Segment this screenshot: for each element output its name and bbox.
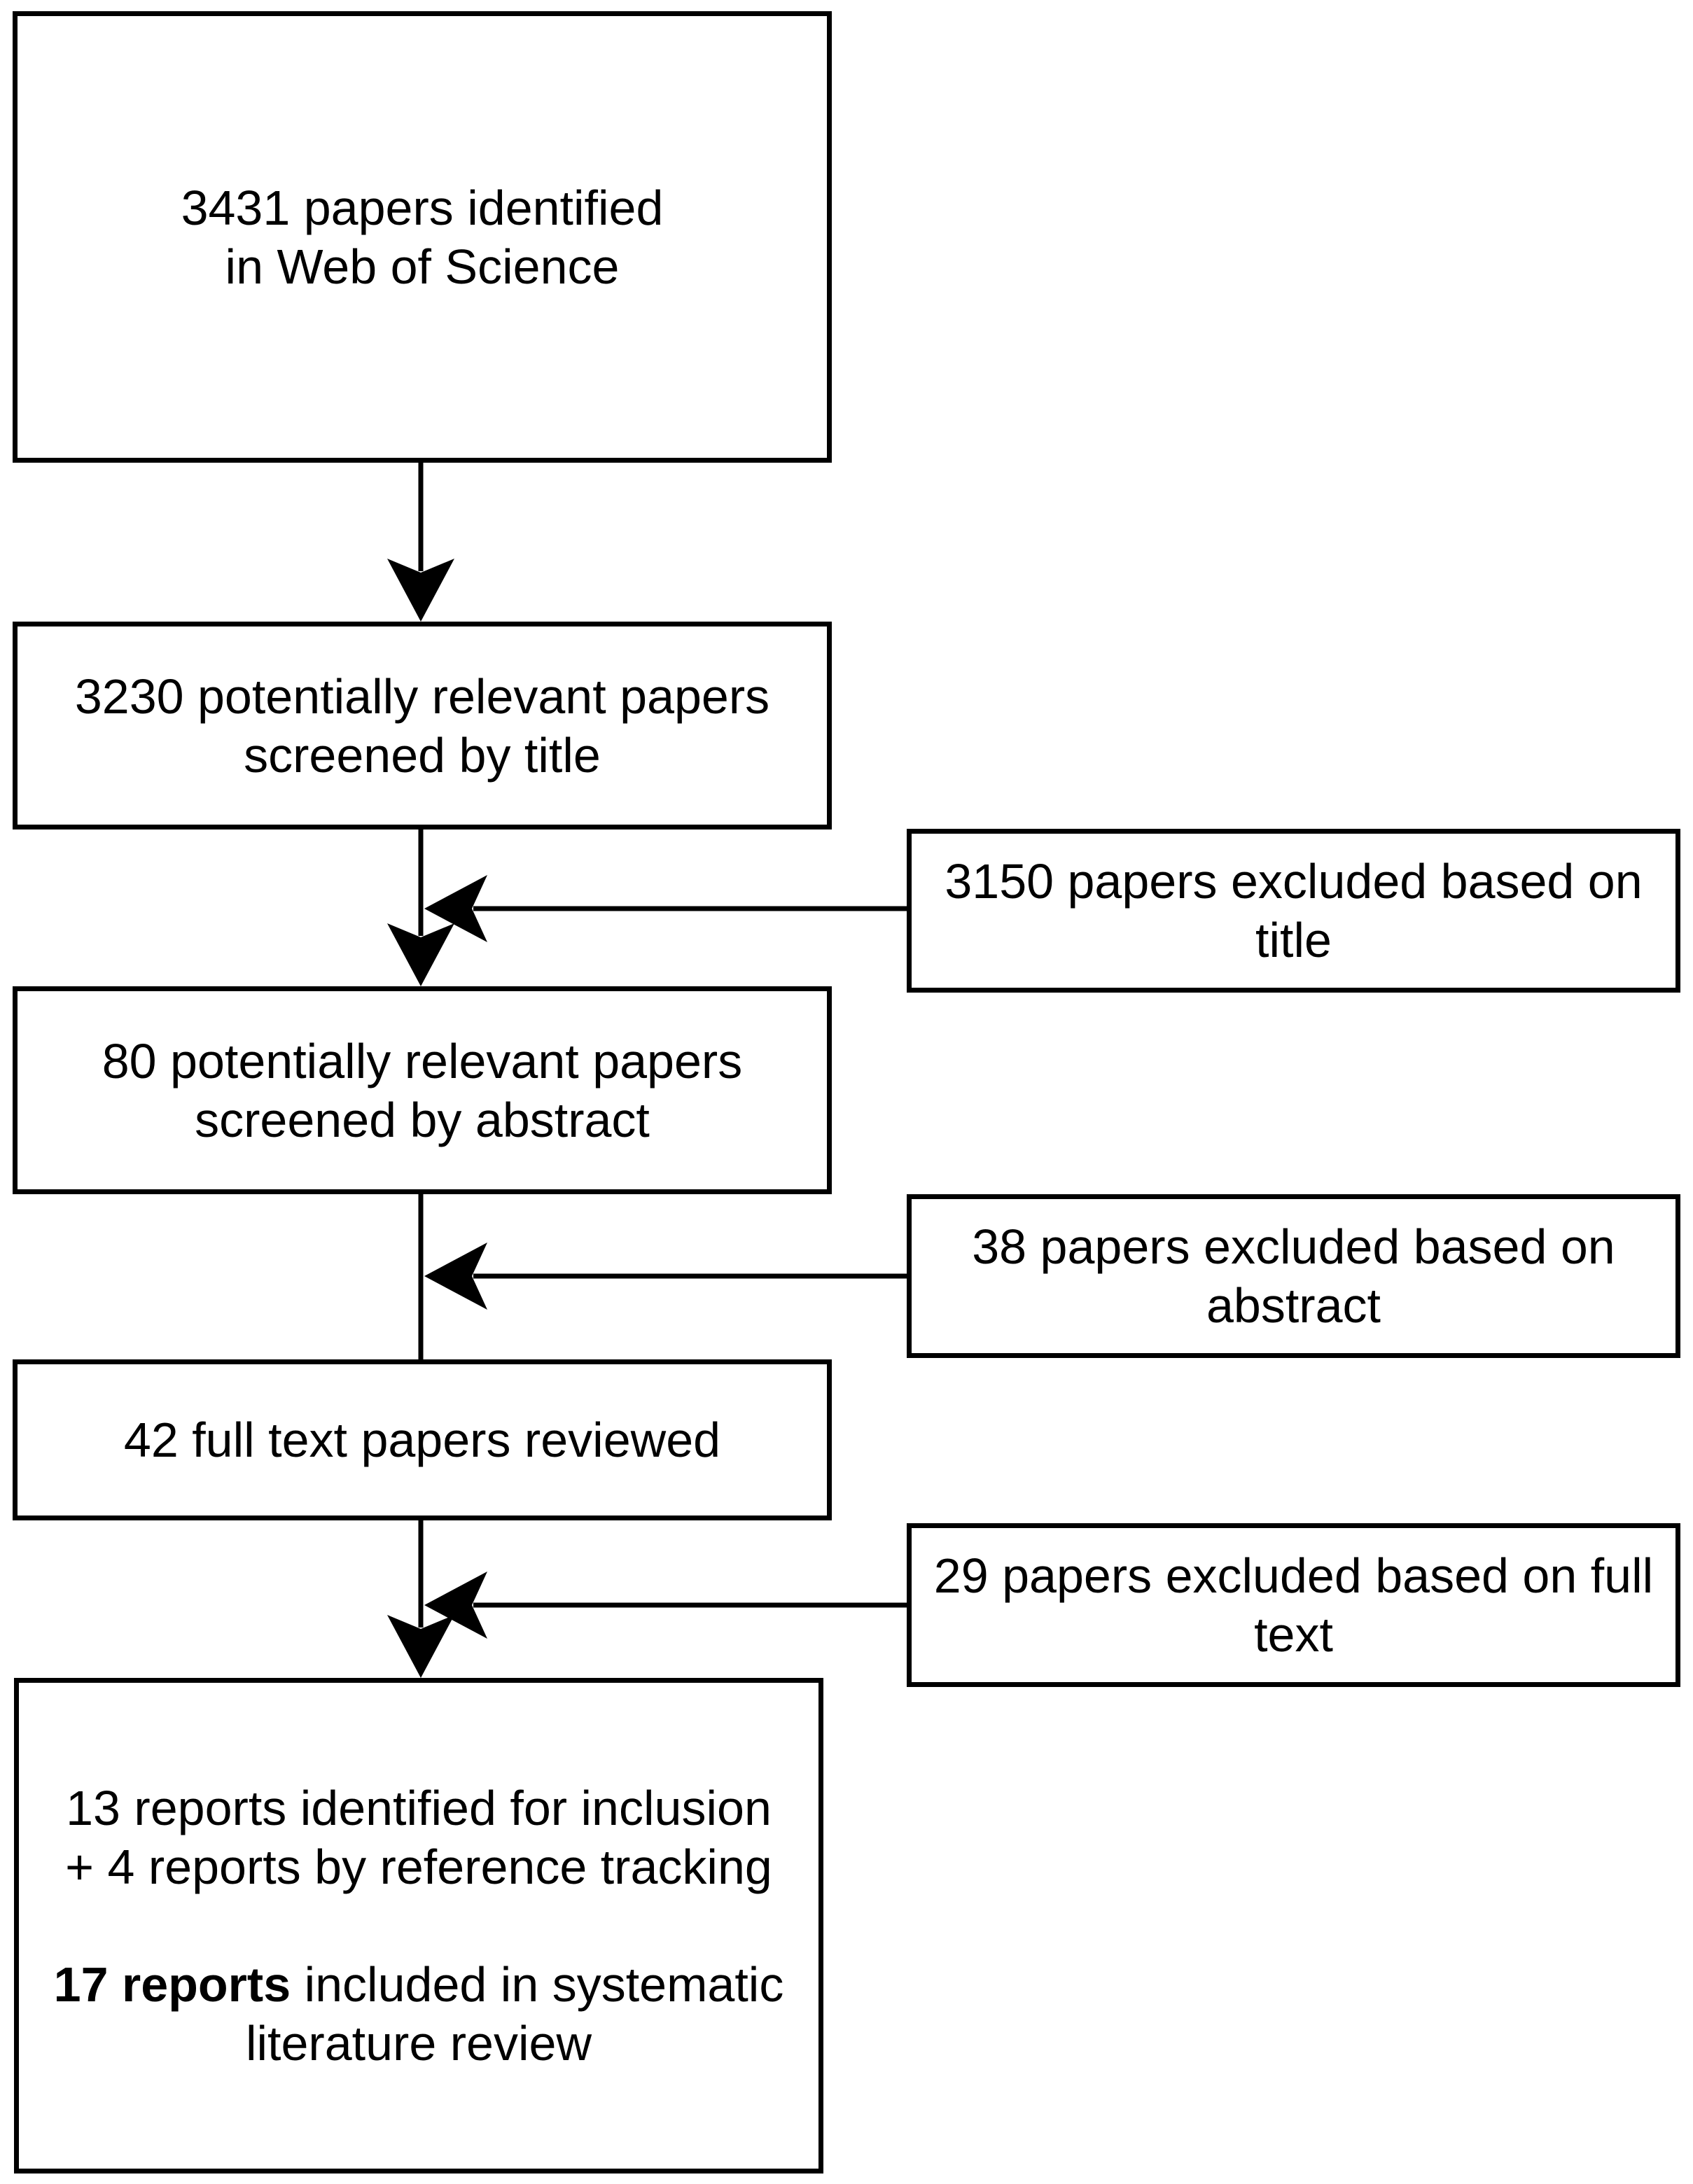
arrowhead-left-title <box>424 875 487 942</box>
box-screened-by-title-line-1: 3230 potentially relevant papers <box>74 668 770 724</box>
box-excluded-by-fulltext: 29 papers excluded based on full text <box>907 1523 1680 1687</box>
box-included-in-review: 13 reports identified for inclusion + 4 … <box>14 1678 823 2174</box>
box-fulltext-reviewed-line-1: 42 full text papers reviewed <box>123 1413 721 1467</box>
box-papers-identified: 3431 papers identified in Web of Science <box>13 11 832 463</box>
box-screened-by-title: 3230 potentially relevant papers screene… <box>13 622 832 830</box>
arrowhead-down-included <box>387 1615 454 1678</box>
box-excluded-by-abstract: 38 papers excluded based on abstract <box>907 1194 1680 1358</box>
box-excluded-by-fulltext-line-2: text <box>1254 1607 1333 1662</box>
box-included-line-4: literature review <box>245 2016 592 2071</box>
box-screened-by-abstract-line-2: screened by abstract <box>195 1092 650 1147</box>
box-excluded-by-abstract-line-1: 38 papers excluded based on <box>972 1219 1615 1274</box>
box-included-line-1: 13 reports identified for inclusion <box>66 1781 772 1835</box>
arrowhead-down-title <box>387 559 454 622</box>
box-excluded-by-title-line-2: title <box>1255 913 1332 967</box>
arrowhead-left-fulltext <box>424 1572 487 1639</box>
box-excluded-by-abstract-line-2: abstract <box>1206 1278 1381 1333</box>
box-included-line-3: 17 reports included in systematic <box>54 1955 784 2014</box>
box-included-line-2: + 4 reports by reference tracking <box>65 1840 772 1894</box>
box-fulltext-reviewed: 42 full text papers reviewed <box>13 1359 832 1520</box>
arrowhead-down-abstract <box>387 923 454 986</box>
box-screened-by-title-line-2: screened by title <box>244 727 601 783</box>
box-screened-by-abstract: 80 potentially relevant papers screened … <box>13 986 832 1194</box>
box-papers-identified-line-1: 3431 papers identified <box>181 180 664 235</box>
box-screened-by-abstract-line-1: 80 potentially relevant papers <box>102 1033 743 1088</box>
box-included-line-3-rest: included in systematic <box>291 1957 784 2012</box>
box-papers-identified-line-2: in Web of Science <box>225 239 620 294</box>
box-included-line-3-bold: 17 reports <box>53 1957 291 2012</box>
arrowhead-left-abstract <box>424 1242 487 1310</box>
box-excluded-by-title: 3150 papers excluded based on title <box>907 829 1680 993</box>
box-excluded-by-fulltext-line-1: 29 papers excluded based on full <box>933 1548 1654 1603</box>
box-excluded-by-title-line-1: 3150 papers excluded based on <box>945 854 1643 909</box>
